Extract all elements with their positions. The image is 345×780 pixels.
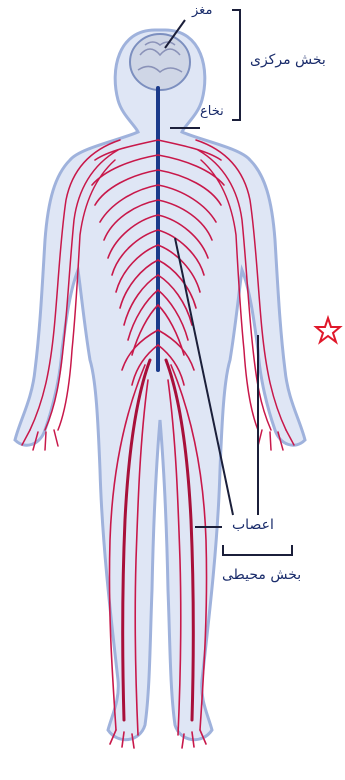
peripheral-bracket bbox=[223, 545, 292, 555]
brain-shape bbox=[130, 34, 190, 90]
red-star-icon bbox=[316, 318, 340, 342]
label-spinal-cord: نخاع bbox=[200, 104, 224, 119]
label-brain: مغز bbox=[192, 3, 212, 18]
central-bracket bbox=[232, 10, 240, 120]
label-central-part: بخش مرکزی bbox=[250, 52, 326, 68]
label-nerves: اعصاب bbox=[232, 517, 274, 533]
label-peripheral-part: بخش محیطی bbox=[222, 567, 301, 583]
